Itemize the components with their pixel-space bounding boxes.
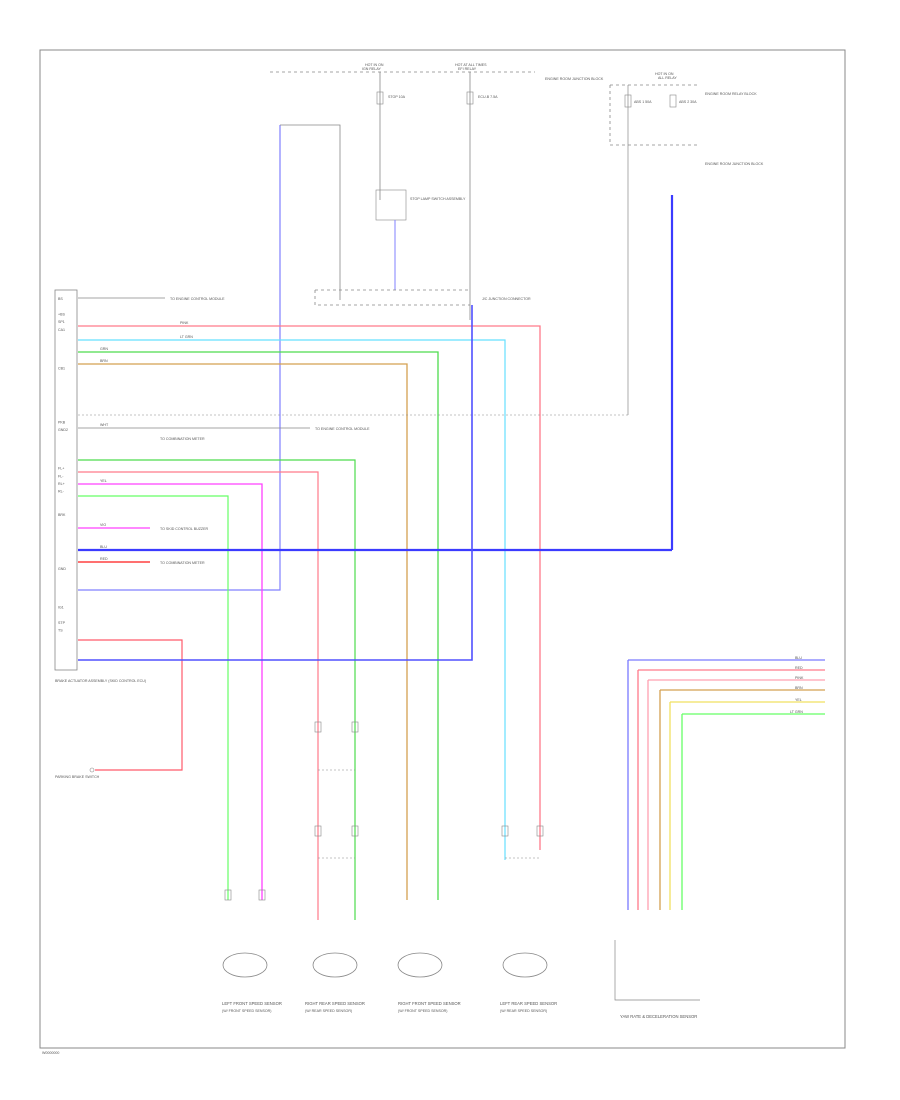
arrow-label-4: TO COMBINATION METER: [160, 561, 205, 565]
blue-loop-wire-1: [78, 125, 281, 591]
ecu-connector: [54, 289, 78, 671]
ecu-pin: RL-: [58, 490, 65, 494]
tag-grn: GRN: [100, 347, 108, 351]
park-switch-symbol: [89, 767, 95, 773]
engine-junction-note: ENGINE ROOM JUNCTION BLOCK: [545, 77, 604, 81]
ecu-pin: FL-: [58, 474, 64, 478]
svg-text:(W/ REAR SPEED SENSOR): (W/ REAR SPEED SENSOR): [500, 1009, 547, 1013]
tag-blu: BLU: [100, 545, 107, 549]
yaw-color-tags: BLU RED PINK BRN YEL LT GRN: [790, 656, 804, 714]
svg-text:(W/ REAR SPEED SENSOR): (W/ REAR SPEED SENSOR): [305, 1009, 352, 1013]
stop-fuse: [376, 91, 384, 105]
arrow-label-3: TO ENGINE CONTROL MODULE: [315, 427, 370, 431]
ecu-pin: CA1: [58, 328, 65, 332]
blue-wire-ig: [78, 305, 473, 661]
ecu-pin: GND: [58, 567, 66, 571]
sensor-left-rear: LEFT REAR SPEED SENSOR (W/ REAR SPEED SE…: [500, 952, 557, 1013]
yaw-sensor-label: YAW RATE & DECELERATION SENSOR: [620, 1014, 697, 1019]
ecu-pin: RL+: [58, 482, 65, 486]
red-wire-dlc: [78, 639, 183, 771]
arrow-label-1: TO COMBINATION METER: [160, 437, 205, 441]
abs2-fuse-label: ABS 2 30A: [679, 100, 697, 104]
junction-connector: [314, 290, 470, 306]
fuse-box-label-left: HOT IN ON: [365, 63, 384, 67]
ecu-b-fuse-label: ECU-B 7.5A: [478, 95, 498, 99]
ltgrn-wire-lf: [78, 495, 229, 900]
green-wire-rf: [78, 351, 439, 900]
sensor-right-rear: RIGHT REAR SPEED SENSOR (W/ REAR SPEED S…: [305, 952, 365, 1013]
blue-loop-top: [280, 124, 341, 300]
sensor-right-front: RIGHT FRONT SPEED SENSOR (W/ FRONT SPEED…: [397, 952, 461, 1013]
svg-text:RIGHT FRONT SPEED SENSOR: RIGHT FRONT SPEED SENSOR: [398, 1001, 461, 1006]
ecu-pin: TS: [58, 628, 63, 632]
diagram-frame: [39, 49, 846, 1049]
ecu-pin: BS: [58, 297, 63, 301]
tag-ltgrn: LT GRN: [180, 335, 193, 339]
ecu-pin: +BS: [58, 312, 65, 316]
ecu-pin: GND2: [58, 428, 68, 432]
svg-text:(W/ FRONT SPEED SENSOR): (W/ FRONT SPEED SENSOR): [398, 1009, 447, 1013]
ecu-pin: STP: [58, 621, 66, 625]
ecu-pin: FL+: [58, 467, 64, 471]
svg-text:BLU: BLU: [795, 656, 802, 660]
arrow-label-2: TO SKID CONTROL BUZZER: [160, 527, 209, 531]
ecu-b-fuse: [466, 91, 474, 105]
pink-wire-rr: [78, 471, 319, 920]
abs2-fuse: [669, 94, 677, 108]
ecu-arrow-labels: TO ENGINE CONTROL MODULE TO COMBINATION …: [160, 297, 370, 565]
fuse-box-sub-middle: EFI RELAY: [458, 67, 477, 71]
svg-text:PINK: PINK: [795, 676, 804, 680]
ecu-pin: IG1: [58, 605, 64, 609]
tag-vio: VIO: [100, 523, 106, 527]
tag-brn: BRN: [100, 359, 108, 363]
tag-pink: PINK: [180, 321, 189, 325]
svg-text:RIGHT REAR SPEED SENSOR: RIGHT REAR SPEED SENSOR: [305, 1001, 365, 1006]
abs1-fuse-label: ABS 1 50A: [634, 100, 652, 104]
stop-lamp-switch: [375, 189, 407, 221]
ecu-pin: CB1: [58, 366, 65, 370]
wire-color-tags: PINK LT GRN GRN BRN BLU RED VIO YEL WHT: [100, 321, 193, 561]
svg-text:RED: RED: [795, 666, 803, 670]
relay-box2-note: ENGINE ROOM JUNCTION BLOCK: [705, 162, 764, 166]
arrow-label-0: TO ENGINE CONTROL MODULE: [170, 297, 225, 301]
ecu-pin: BRK: [58, 513, 66, 517]
svg-text:LT GRN: LT GRN: [790, 710, 803, 714]
fuse-box-sub-right: ALL RELAY: [658, 76, 677, 80]
junction-label: J/C JUNCTION CONNECTOR: [482, 297, 531, 301]
brown-wire-rf: [78, 363, 408, 900]
violet-wire-lf: [78, 483, 263, 900]
pink-wire-rl: [78, 325, 541, 850]
svg-text:BRN: BRN: [795, 686, 803, 690]
footer-code: W0000000: [42, 1051, 59, 1055]
tag-yel: YEL: [100, 479, 107, 483]
svg-text:(W/ FRONT SPEED SENSOR): (W/ FRONT SPEED SENSOR): [222, 1009, 271, 1013]
engine-room-relay-note: ENGINE ROOM RELAY BLOCK: [705, 92, 757, 96]
sensor-left-front: LEFT FRONT SPEED SENSOR (W/ FRONT SPEED …: [222, 952, 282, 1013]
ecu-pin: SP1: [58, 320, 65, 324]
stop-fuse-label: STOP 10A: [388, 95, 406, 99]
svg-text:YEL: YEL: [795, 698, 802, 702]
tag-wht: WHT: [100, 423, 109, 427]
fuse-box-sub-left: IGN RELAY: [362, 67, 382, 71]
green-wire-rr: [78, 459, 356, 920]
svg-text:LEFT REAR SPEED SENSOR: LEFT REAR SPEED SENSOR: [500, 1001, 557, 1006]
fuse-box-label-right: HOT IN ON: [655, 72, 674, 76]
yaw-sensor-harness: [614, 659, 825, 1001]
ecu-pin: PKB: [58, 420, 66, 424]
inline-connectors: [224, 721, 544, 901]
fuse-box-label-middle: HOT AT ALL TIMES: [455, 63, 487, 67]
svg-text:LEFT FRONT SPEED SENSOR: LEFT FRONT SPEED SENSOR: [222, 1001, 282, 1006]
ecu-label: BRAKE ACTUATOR ASSEMBLY (SKID CONTROL EC…: [55, 679, 146, 683]
tag-red: RED: [100, 557, 108, 561]
cyan-wire-rl: [78, 339, 506, 860]
park-switch-label: PARKING BRAKE SWITCH: [55, 775, 100, 779]
stop-switch-label: STOP LAMP SWITCH ASSEMBLY: [410, 197, 466, 201]
